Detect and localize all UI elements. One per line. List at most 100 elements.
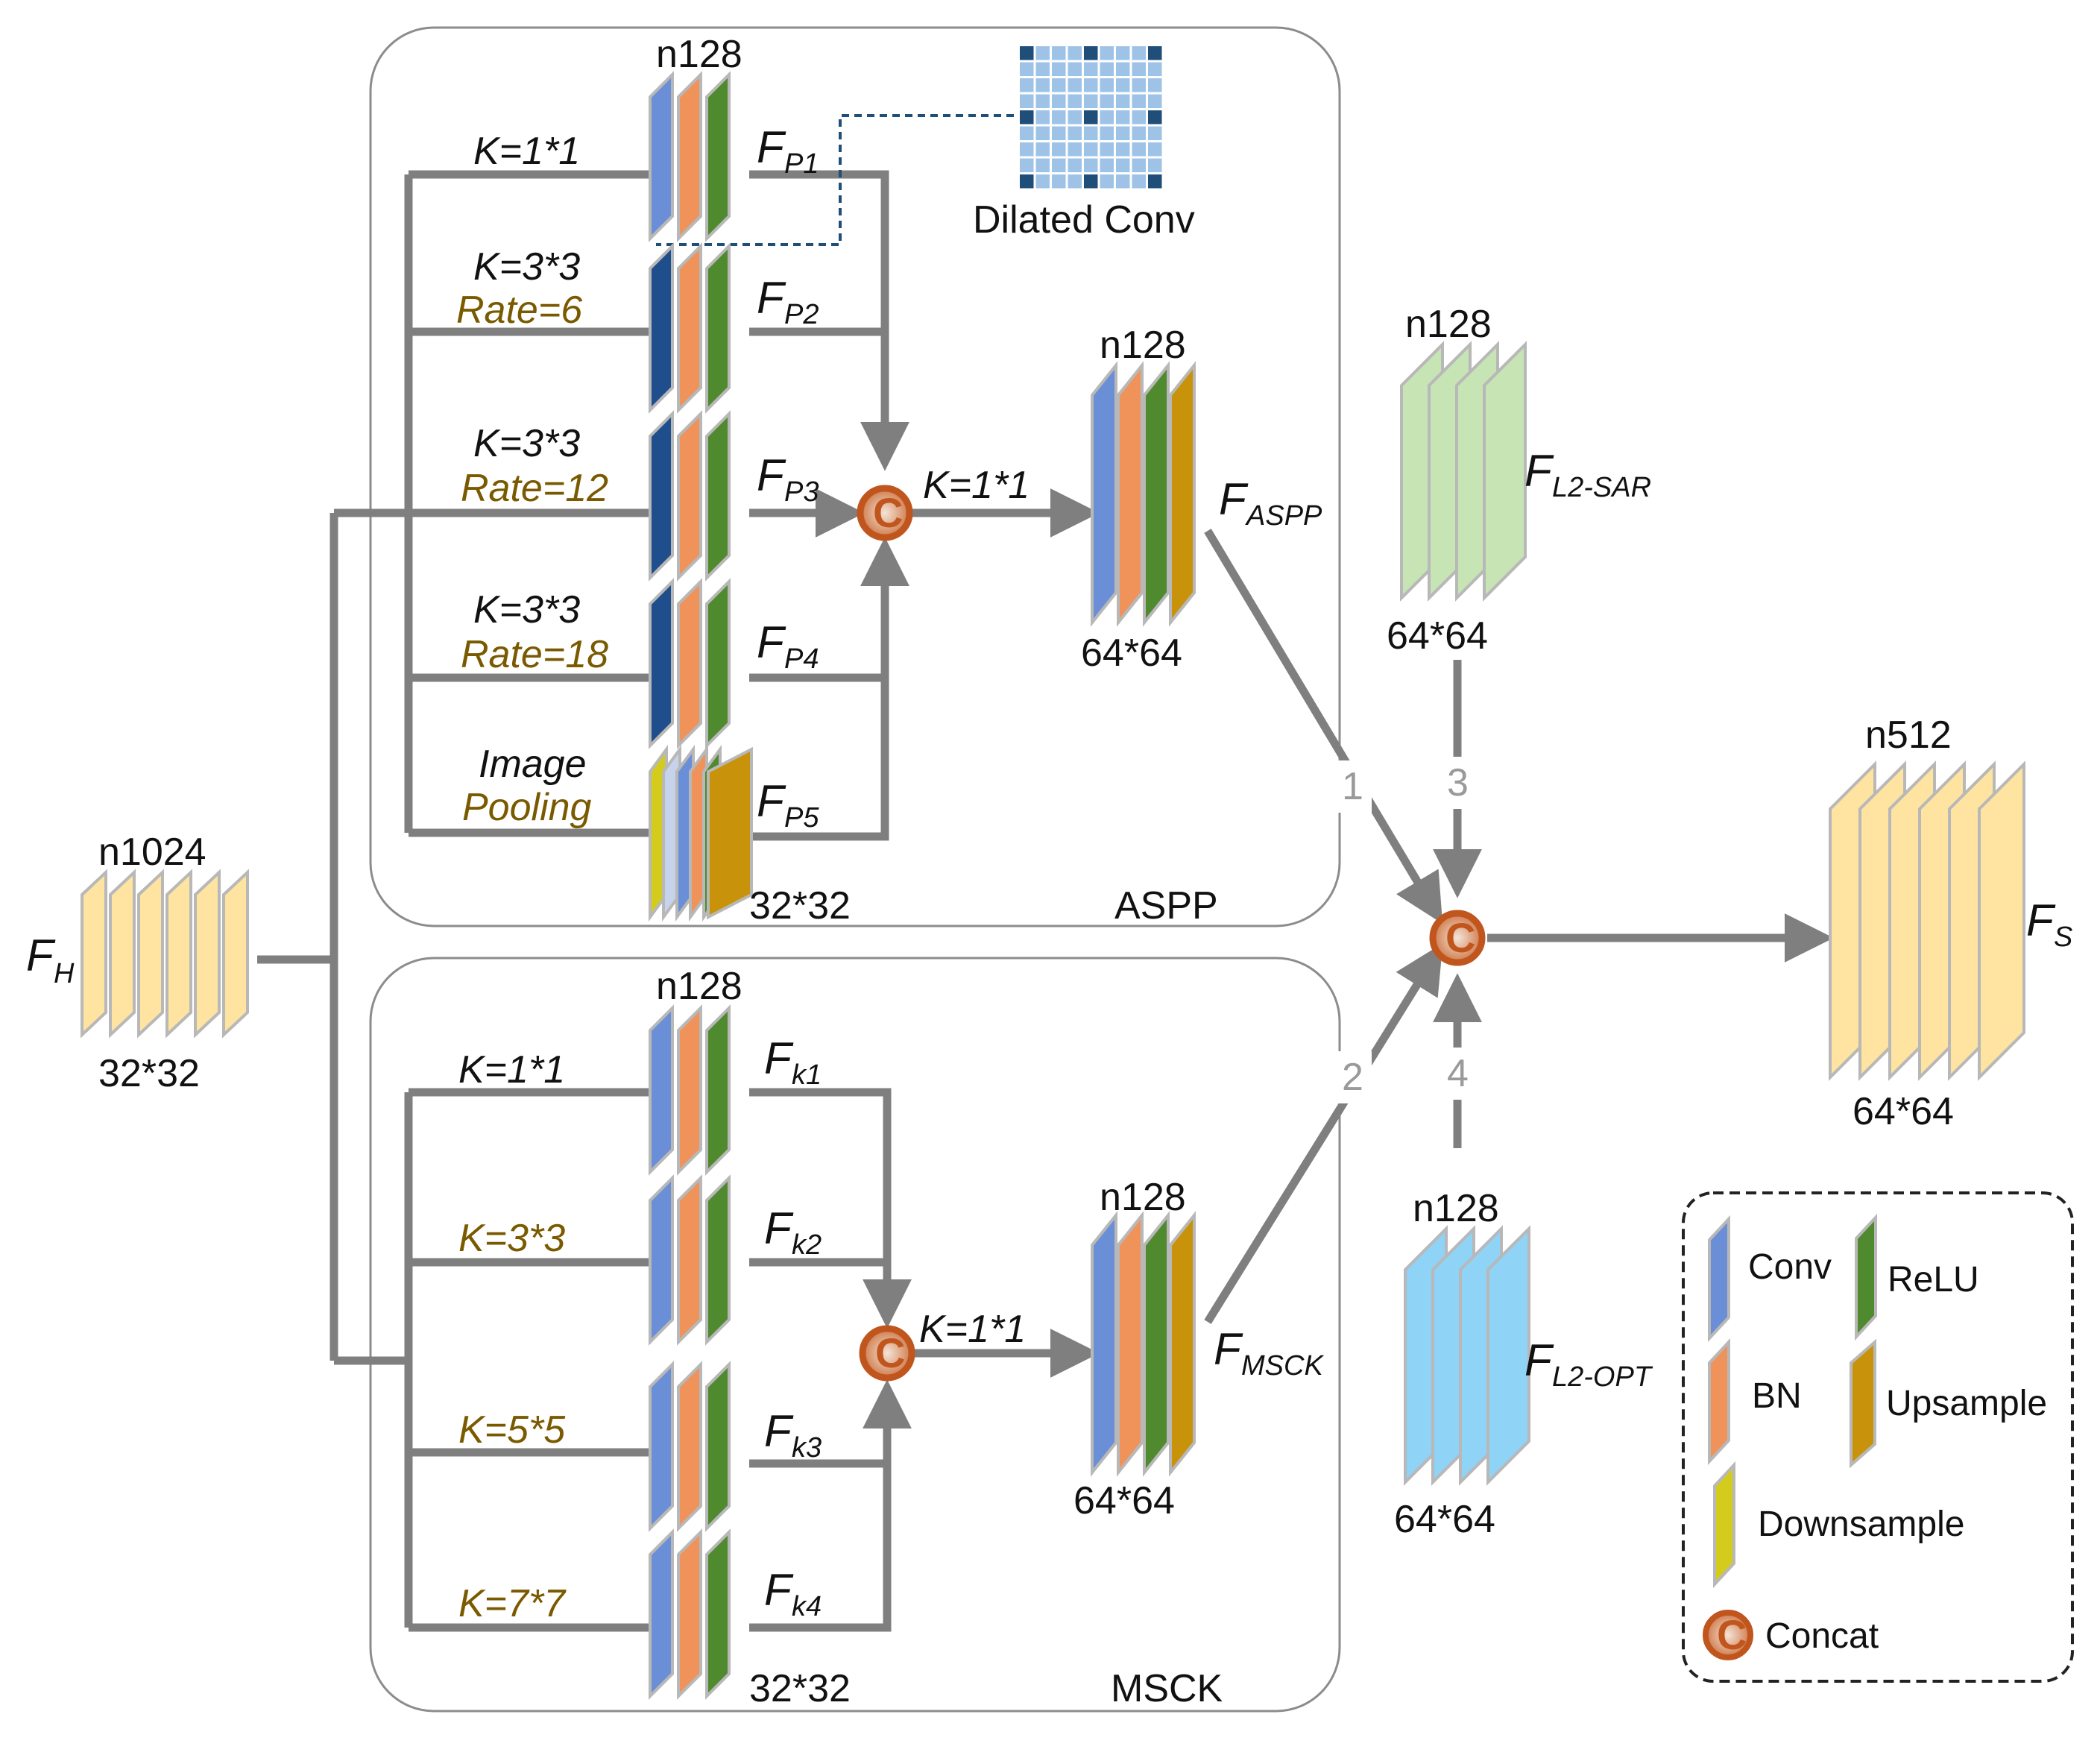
kernel-cell <box>1100 126 1114 140</box>
msck-branch3-maps <box>649 1361 731 1532</box>
kernel-cell <box>1084 110 1098 125</box>
opt-feature-maps <box>1404 1225 1530 1486</box>
kernel-cell <box>1084 46 1098 60</box>
svg-text:F: F <box>1214 1324 1243 1374</box>
svg-text:MSCK: MSCK <box>1241 1350 1324 1382</box>
kernel-cell <box>1052 142 1066 157</box>
msck-branch3-kernel: K=5*5 <box>458 1408 566 1452</box>
legend-bn-swatch <box>1708 1338 1730 1466</box>
kernel-cell <box>1035 158 1050 172</box>
input-feature-map <box>81 869 249 1039</box>
msck-output-maps-slab <box>1143 1211 1170 1477</box>
msck-branch2-maps <box>649 1174 731 1346</box>
kernel-cell <box>1116 62 1130 76</box>
aspp-branch1-maps-slab <box>649 71 674 242</box>
sar-channels: n128 <box>1405 303 1492 346</box>
kernel-cell <box>1035 142 1050 157</box>
kernel-cell <box>1068 110 1082 125</box>
msck-branch2-maps-slab <box>649 1174 674 1346</box>
kernel-cell <box>1084 126 1098 140</box>
svg-text:k2: k2 <box>792 1229 822 1261</box>
kernel-cell <box>1052 46 1066 60</box>
svg-text:P1: P1 <box>784 148 819 180</box>
msck-concat-node: C <box>859 1325 915 1382</box>
msck-branch3-maps-slab <box>705 1361 731 1532</box>
aspp-out-channels: n128 <box>1100 324 1186 367</box>
kernel-cell <box>1035 62 1050 76</box>
kernel-cell <box>1020 158 1034 172</box>
dilated-conv-label: Dilated Conv <box>973 198 1195 242</box>
aspp-output-maps-slab <box>1169 361 1196 627</box>
kernel-cell <box>1100 174 1114 189</box>
aspp-branch3-kernel: K=3*3 <box>473 422 580 465</box>
kernel-cell <box>1068 62 1082 76</box>
msck-branch-size: 32*32 <box>749 1667 851 1710</box>
kernel-cell <box>1132 174 1146 189</box>
aspp-branch5-maps <box>649 744 722 922</box>
msck-branch4-kernel: K=7*7 <box>458 1582 567 1625</box>
kernel-cell <box>1116 46 1130 60</box>
svg-text:F: F <box>757 776 786 826</box>
kernel-cell <box>1148 142 1162 157</box>
kernel-cell <box>1132 78 1146 92</box>
output-channels: n512 <box>1865 714 1952 757</box>
kernel-cell <box>1020 110 1034 125</box>
kernel-cell <box>1132 62 1146 76</box>
kernel-cell <box>1084 94 1098 108</box>
aspp-branch1-kernel: K=1*1 <box>473 130 580 173</box>
kernel-cell <box>1020 46 1034 60</box>
msck-output-maps <box>1091 1211 1196 1477</box>
aspp-output-maps-slab <box>1091 361 1117 627</box>
sar-feature-maps <box>1400 341 1527 602</box>
svg-text:L2-SAR: L2-SAR <box>1552 472 1651 503</box>
msck-branch1-maps-slab <box>649 1004 674 1176</box>
kernel-cell <box>1068 126 1082 140</box>
sar-size: 64*64 <box>1387 614 1488 658</box>
aspp-branch4-rate: Rate=18 <box>461 633 608 676</box>
aspp-concat-node: C <box>857 485 913 541</box>
kernel-cell <box>1020 94 1034 108</box>
msck-branch1-kernel: K=1*1 <box>458 1048 565 1092</box>
msck-fuse-kernel: K=1*1 <box>919 1308 1026 1351</box>
aspp-branch3-rate: Rate=12 <box>461 467 608 510</box>
kernel-cell <box>1116 78 1130 92</box>
legend-bn-label: BN <box>1752 1376 1802 1416</box>
kernel-cell <box>1116 110 1130 125</box>
kernel-cell <box>1035 78 1050 92</box>
kernel-cell <box>1052 94 1066 108</box>
kernel-cell <box>1020 174 1034 189</box>
kernel-cell <box>1052 62 1066 76</box>
input-feature-map-slab <box>137 869 164 1039</box>
aspp-output-maps-slab <box>1143 361 1170 627</box>
aspp-output-maps <box>1091 361 1196 627</box>
kernel-cell <box>1052 174 1066 189</box>
aspp-channels: n128 <box>656 33 742 76</box>
aspp-branch4-maps-slab <box>705 578 731 749</box>
edge-label-4: 4 <box>1447 1052 1469 1095</box>
legend-upsample-swatch <box>1850 1338 1876 1469</box>
kernel-cell <box>1035 126 1050 140</box>
kernel-cell <box>1132 110 1146 125</box>
kernel-cell <box>1116 94 1130 108</box>
svg-text:F: F <box>1524 1335 1554 1385</box>
kernel-cell <box>1035 174 1050 189</box>
msck-output-maps-slab <box>1091 1211 1117 1477</box>
msck-branch4-maps-slab <box>649 1528 674 1700</box>
kernel-cell <box>1052 110 1066 125</box>
aspp-branch2-maps-slab <box>677 242 702 414</box>
kernel-cell <box>1116 142 1130 157</box>
msck-branch2-maps-slab <box>705 1174 731 1346</box>
legend-relu-swatch <box>1855 1213 1877 1341</box>
sar-feature-maps-slab <box>1483 341 1527 602</box>
kernel-cell <box>1068 158 1082 172</box>
kernel-cell <box>1084 62 1098 76</box>
aspp-title: ASPP <box>1114 884 1218 927</box>
